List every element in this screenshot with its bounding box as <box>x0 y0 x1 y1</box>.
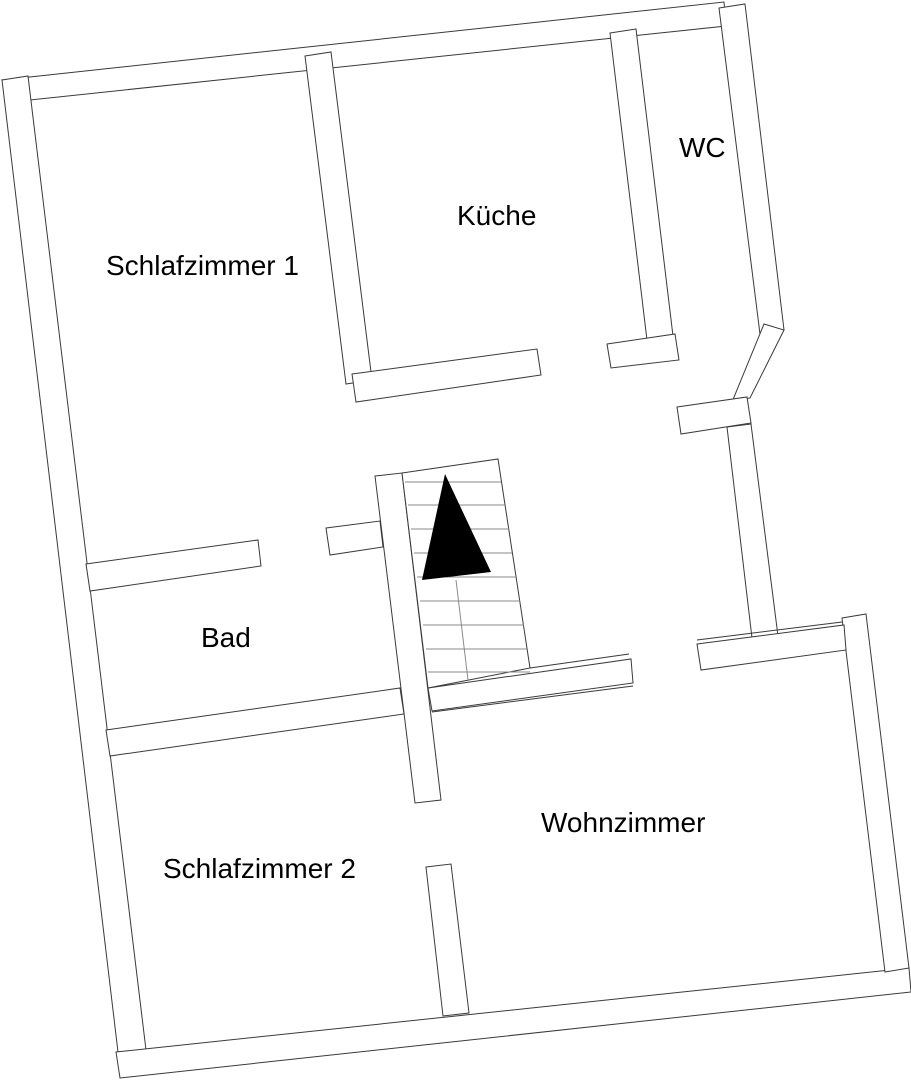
room-label-schlafzimmer-1: Schlafzimmer 1 <box>106 250 299 281</box>
wall-wc-stub <box>676 396 752 435</box>
room-label-wohnzimmer: Wohnzimmer <box>541 807 705 838</box>
wall-kueche-wc <box>609 28 674 341</box>
wall-schlaf1-kueche <box>304 51 373 385</box>
up-arrow-triangle-icon <box>422 474 491 580</box>
room-label-wc: WC <box>679 132 726 163</box>
wall-hall-right <box>726 423 779 639</box>
wall-stair-stub <box>325 520 384 556</box>
wall-stair-left <box>374 472 442 804</box>
wall-stair-bottom <box>427 658 634 712</box>
wall-bad-bottom <box>105 687 405 757</box>
wall-schlaf1-bad <box>85 539 262 592</box>
room-label-kueche: Küche <box>457 200 536 231</box>
wall-schlaf2-wohnzimmer <box>425 863 470 1017</box>
staircase <box>401 458 531 689</box>
room-label-schlafzimmer-2: Schlafzimmer 2 <box>163 853 356 884</box>
wall-angled <box>731 323 785 403</box>
room-label-bad: Bad <box>201 622 251 653</box>
wall-bottom <box>115 967 911 1079</box>
interior-walls <box>85 28 847 1017</box>
wall-right-upper <box>718 3 785 335</box>
wall-kueche-bottom <box>351 348 542 403</box>
room-labels: Schlafzimmer 1 Küche WC Bad Schlafzimmer… <box>106 132 726 884</box>
wall-kueche-stub <box>606 333 680 369</box>
wall-right-lower <box>841 613 910 973</box>
wall-wohnzimmer-top <box>696 624 847 671</box>
